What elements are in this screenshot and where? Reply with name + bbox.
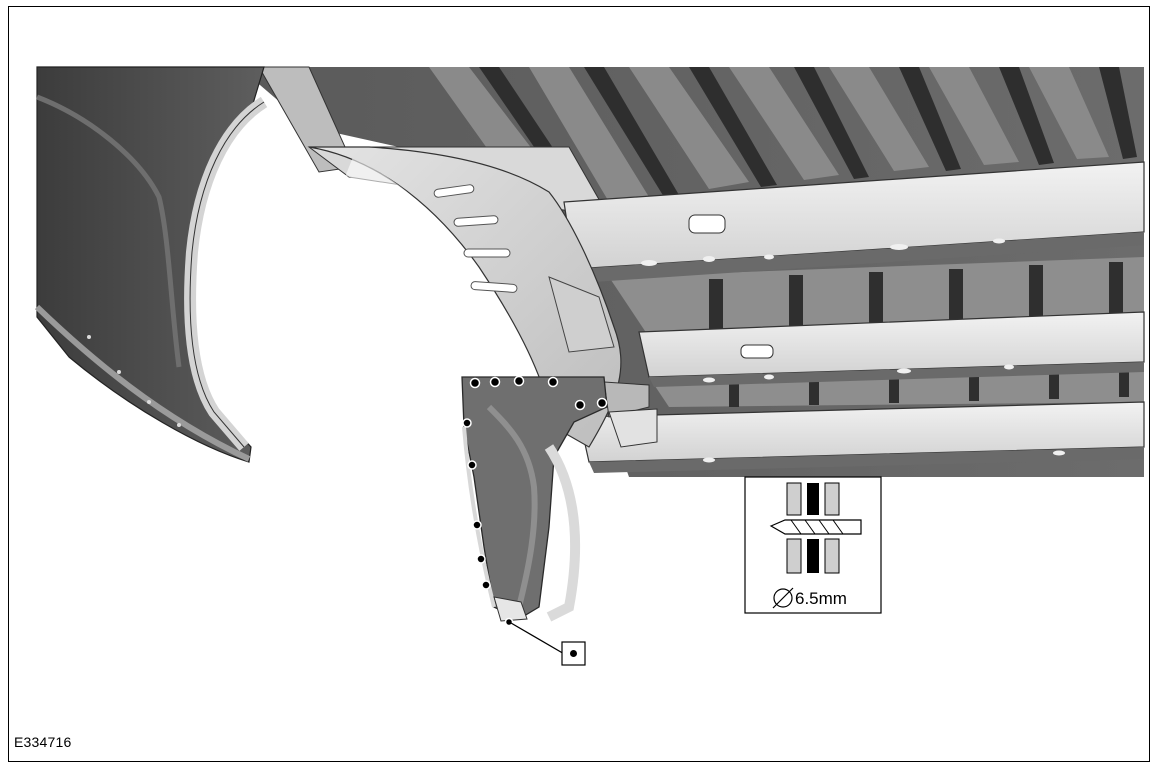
vehicle-body-illustration: 6.5mm [34, 66, 1145, 666]
floor-rails [563, 161, 1145, 473]
spot-weld-point [462, 418, 472, 428]
illustration-frame: 6.5mm [8, 6, 1150, 762]
spot-weld-point [467, 460, 477, 470]
leader-line [510, 622, 567, 656]
drill-callout: 6.5mm [744, 476, 882, 614]
drill-size-label: 6.5mm [795, 589, 847, 608]
spot-weld-point [574, 399, 586, 411]
spot-weld-point [481, 580, 491, 590]
spot-weld-points [462, 375, 608, 627]
figure-id-label: E334716 [14, 734, 72, 750]
quarter-panel [34, 66, 268, 463]
wheelhouse-inner-arch [308, 146, 658, 448]
spot-weld-point [472, 520, 482, 530]
spot-weld-point [489, 376, 501, 388]
spot-weld-point [547, 376, 559, 388]
spot-weld-point [469, 377, 481, 389]
spot-weld-point [513, 375, 525, 387]
spot-weld-point [596, 397, 608, 409]
diameter-symbol-icon [772, 587, 794, 609]
drill-through-panel-icon [769, 482, 862, 574]
spot-weld-point [476, 554, 486, 564]
spot-weld-key-icon [561, 641, 586, 666]
spot-weld-point [504, 617, 514, 627]
